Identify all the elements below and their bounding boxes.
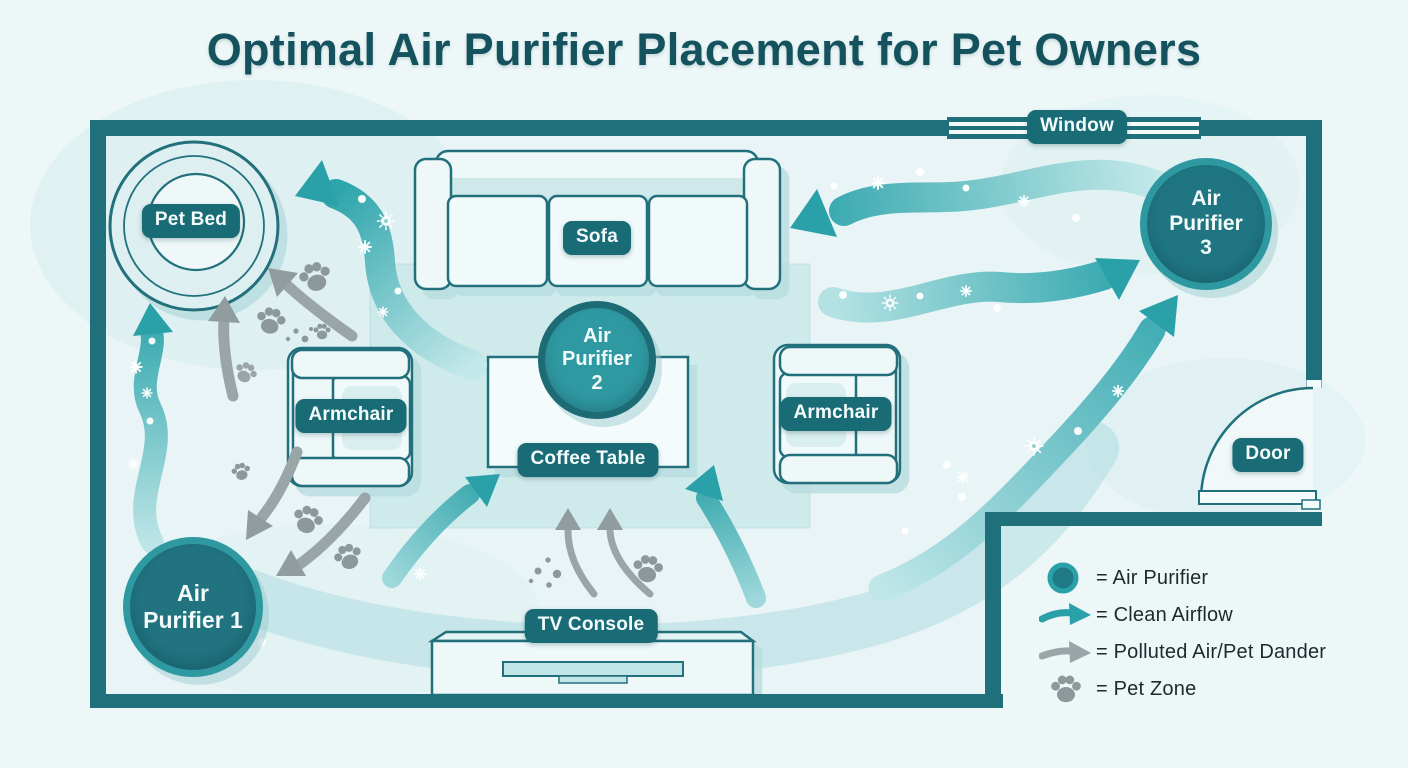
door-label: Door xyxy=(1232,438,1304,472)
door-jamb-top xyxy=(1306,380,1322,388)
legend-row-polluted-air: = Polluted Air/Pet Dander xyxy=(1038,636,1326,668)
polluted-air-icon xyxy=(1038,635,1096,669)
wall-left xyxy=(90,120,106,708)
sofa-label: Sofa xyxy=(563,221,631,255)
wall-bottom xyxy=(90,694,1003,708)
tv-screen xyxy=(502,661,684,677)
wall-lower-right xyxy=(985,512,1322,526)
legend-label: = Clean Airflow xyxy=(1096,603,1233,626)
tv-console-label: TV Console xyxy=(524,609,658,643)
wall-vertical-step xyxy=(985,512,1001,708)
clean-airflow-icon xyxy=(1038,598,1096,632)
legend-label: = Pet Zone xyxy=(1096,677,1197,700)
armchair-left-label: Armchair xyxy=(295,399,407,433)
door-jamb-bottom xyxy=(1301,499,1321,510)
paw-prints xyxy=(230,259,665,588)
wall-right-upper xyxy=(1306,120,1322,388)
legend-row-pet-zone: = Pet Zone xyxy=(1038,673,1326,705)
room-walls xyxy=(90,120,1322,708)
air-purifier-icon xyxy=(1038,561,1096,595)
air-purifier-3: Air Purifier 3 xyxy=(1140,158,1272,290)
tv-console-shape xyxy=(427,630,757,697)
legend: = Air Purifier = Clean Airflow = Pollute… xyxy=(1038,562,1326,705)
clean-airflow-ribbons xyxy=(133,159,1173,608)
legend-label: = Air Purifier xyxy=(1096,566,1209,589)
sofa-shape xyxy=(413,149,782,291)
page-title: Optimal Air Purifier Placement for Pet O… xyxy=(206,24,1202,75)
polluted-air-arrowheads xyxy=(208,268,623,576)
tv-stand xyxy=(558,675,628,684)
pet-zone-icon xyxy=(1038,672,1096,706)
armchair-right-label: Armchair xyxy=(780,397,892,431)
window-label: Window xyxy=(1027,110,1127,144)
legend-row-clean-airflow: = Clean Airflow xyxy=(1038,599,1326,631)
legend-row-air-purifier: = Air Purifier xyxy=(1038,562,1326,594)
pet-bed-label: Pet Bed xyxy=(141,204,241,238)
door-leaf xyxy=(1198,490,1317,505)
legend-label: = Polluted Air/Pet Dander xyxy=(1096,640,1327,663)
clean-airflow-swoosh xyxy=(221,421,1119,679)
coffee-table-label: Coffee Table xyxy=(517,443,659,477)
air-purifier-2: Air Purifier 2 xyxy=(538,301,656,419)
dander-splatter xyxy=(285,327,562,588)
airflow-particles xyxy=(126,168,1125,646)
polluted-air-arrows xyxy=(218,280,654,598)
clean-airflow-arrowheads xyxy=(133,160,1178,507)
air-purifier-1: Air Purifier 1 xyxy=(123,537,263,677)
